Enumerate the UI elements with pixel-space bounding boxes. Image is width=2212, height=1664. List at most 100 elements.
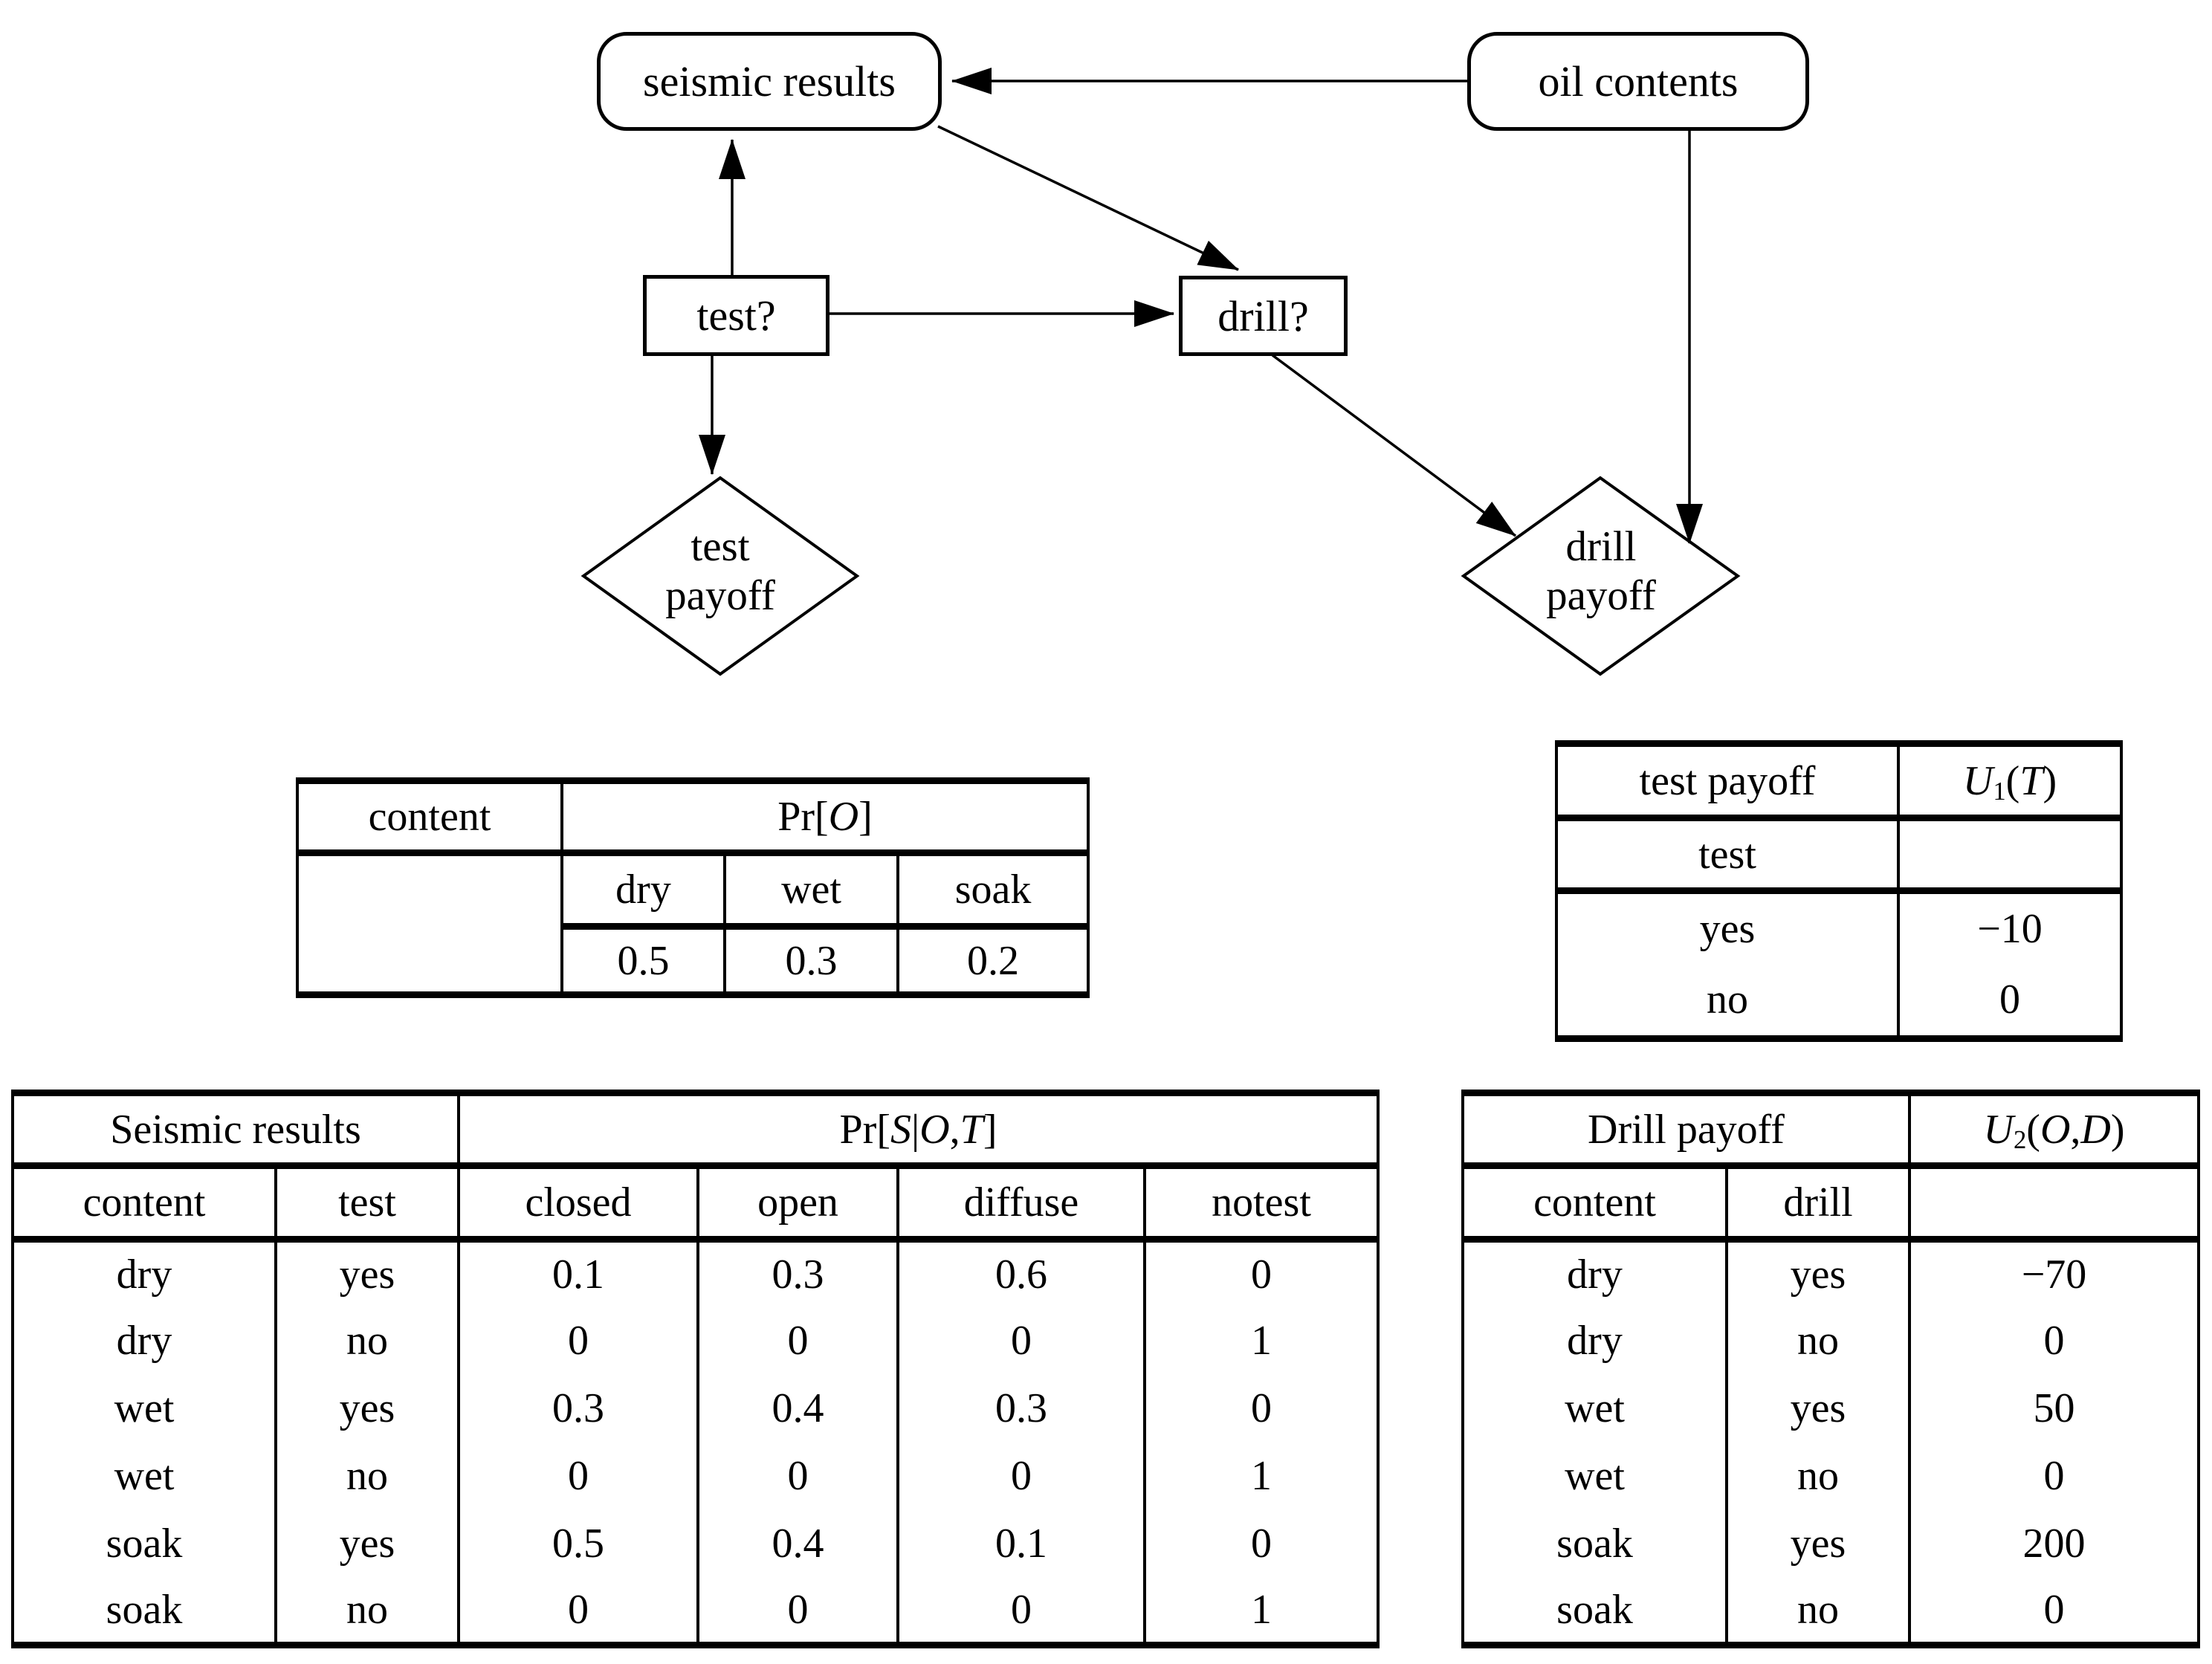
cell: 0 bbox=[457, 1577, 699, 1645]
table-title-cell: test payoff bbox=[1555, 743, 1900, 821]
column-header: test bbox=[274, 1165, 460, 1243]
cell: dry bbox=[11, 1239, 277, 1307]
node-label: oil contents bbox=[1538, 57, 1739, 106]
cell: yes bbox=[274, 1509, 460, 1578]
cell: 0.4 bbox=[696, 1509, 899, 1578]
cell: 0.1 bbox=[457, 1239, 699, 1307]
table-row: wet no 0 bbox=[1461, 1442, 2200, 1510]
test-payoff-table: test payoff U1(T) test yes no −10 0 bbox=[1555, 740, 2123, 1042]
table-title-cell: Drill payoff bbox=[1461, 1092, 1911, 1169]
utility-header-cell: U2(O,D) bbox=[1908, 1092, 2200, 1169]
cell: 0 bbox=[896, 1577, 1146, 1645]
cell: 0 bbox=[1143, 1374, 1380, 1443]
row-value: 0 bbox=[1999, 977, 2020, 1023]
cell: 0 bbox=[696, 1307, 899, 1375]
cell: −70 bbox=[1908, 1239, 2200, 1307]
cell: 0.4 bbox=[696, 1374, 899, 1443]
empty-cell bbox=[1897, 818, 2123, 894]
column-header: dry bbox=[560, 852, 726, 930]
cell: 0 bbox=[896, 1442, 1146, 1510]
node-oil-contents: oil contents bbox=[1467, 32, 1809, 131]
cell: wet bbox=[11, 1374, 277, 1443]
cell: 0.5 bbox=[560, 926, 726, 995]
cell: dry bbox=[1461, 1307, 1728, 1375]
label-line: payoff bbox=[1546, 572, 1656, 619]
node-label: drill? bbox=[1217, 291, 1309, 340]
cell: 0 bbox=[1143, 1239, 1380, 1307]
table-row: wet no 0 0 0 1 bbox=[11, 1442, 1380, 1510]
node-test-decision: test? bbox=[643, 275, 830, 356]
cell: wet bbox=[1461, 1442, 1728, 1510]
table-row: dry no 0 0 0 1 bbox=[11, 1307, 1380, 1375]
cell: 0.2 bbox=[896, 926, 1090, 995]
cell: wet bbox=[11, 1442, 277, 1510]
cell: no bbox=[274, 1577, 460, 1645]
table-row: dry yes 0.1 0.3 0.6 0 bbox=[11, 1239, 1380, 1307]
cell: no bbox=[1725, 1442, 1911, 1510]
cell: no bbox=[1725, 1577, 1911, 1645]
label-line: drill bbox=[1565, 523, 1637, 570]
cell: 0 bbox=[896, 1307, 1146, 1375]
column-header bbox=[1908, 1165, 2200, 1243]
node-drill-payoff-label: drill payoff bbox=[1464, 522, 1739, 621]
cell: 0.3 bbox=[723, 926, 899, 995]
row-label: yes bbox=[1699, 906, 1756, 952]
column-header: content bbox=[11, 1165, 277, 1243]
diagram-edges bbox=[581, 68, 1741, 676]
math-pr: Pr bbox=[777, 794, 815, 840]
column-header: closed bbox=[457, 1165, 699, 1243]
math-title-cell: Pr[S|O,T] bbox=[457, 1092, 1380, 1169]
column-header: test bbox=[1555, 818, 1900, 894]
empty-cell bbox=[296, 852, 563, 998]
cell: 1 bbox=[1143, 1577, 1380, 1645]
table-row: soak no 0 0 0 1 bbox=[11, 1577, 1380, 1645]
table-row: wet yes 50 bbox=[1461, 1374, 2200, 1443]
cell: 0 bbox=[1908, 1307, 2200, 1375]
cell: 0 bbox=[457, 1307, 699, 1375]
cell: soak bbox=[11, 1577, 277, 1645]
test-payoff-diamond bbox=[581, 476, 860, 676]
oil-prior-table: content Pr[O] dry wet soak 0.5 0.3 0.2 bbox=[296, 777, 1090, 998]
cell: yes bbox=[1725, 1509, 1911, 1578]
cell: 0.1 bbox=[896, 1509, 1146, 1578]
cell: 0.3 bbox=[457, 1374, 699, 1443]
row-header-cell: content bbox=[296, 780, 563, 856]
column-header: soak bbox=[896, 852, 1090, 930]
utility-header-cell: U1(T) bbox=[1897, 743, 2123, 821]
cell: 0.5 bbox=[457, 1509, 699, 1578]
label-line: payoff bbox=[665, 572, 775, 619]
cell: 50 bbox=[1908, 1374, 2200, 1443]
cell: no bbox=[1725, 1307, 1911, 1375]
table-title-cell: Pr[O] bbox=[560, 780, 1090, 856]
node-drill-decision: drill? bbox=[1179, 276, 1348, 356]
cell: yes bbox=[274, 1374, 460, 1443]
edge-drill-to-drill-payoff bbox=[1271, 354, 1517, 537]
node-seismic-results: seismic results bbox=[597, 32, 942, 131]
cell: soak bbox=[1461, 1577, 1728, 1645]
cell: no bbox=[274, 1442, 460, 1510]
cell: yes bbox=[1725, 1239, 1911, 1307]
table-row: soak no 0 bbox=[1461, 1577, 2200, 1645]
table-row: dry yes −70 bbox=[1461, 1239, 2200, 1307]
cell: yes bbox=[274, 1239, 460, 1307]
cell: dry bbox=[1461, 1239, 1728, 1307]
cell: soak bbox=[1461, 1509, 1728, 1578]
node-label: seismic results bbox=[643, 57, 896, 106]
node-label: test? bbox=[696, 291, 776, 340]
label-line: test bbox=[691, 523, 750, 570]
row-value: −10 bbox=[1977, 906, 2043, 952]
edge-seismic-to-drill bbox=[937, 125, 1239, 271]
column-header: drill bbox=[1725, 1165, 1911, 1243]
cell: 0 bbox=[457, 1442, 699, 1510]
row-label: no bbox=[1707, 977, 1748, 1023]
cell: 0.6 bbox=[896, 1239, 1146, 1307]
table-row: wet yes 0.3 0.4 0.3 0 bbox=[11, 1374, 1380, 1443]
cell: 1 bbox=[1143, 1307, 1380, 1375]
cell: −10 0 bbox=[1897, 890, 2123, 1039]
table-title-cell: Seismic results bbox=[11, 1092, 460, 1169]
cell: no bbox=[274, 1307, 460, 1375]
cell: 0 bbox=[696, 1442, 899, 1510]
cell: 0 bbox=[1908, 1577, 2200, 1645]
cell: 0 bbox=[696, 1577, 899, 1645]
